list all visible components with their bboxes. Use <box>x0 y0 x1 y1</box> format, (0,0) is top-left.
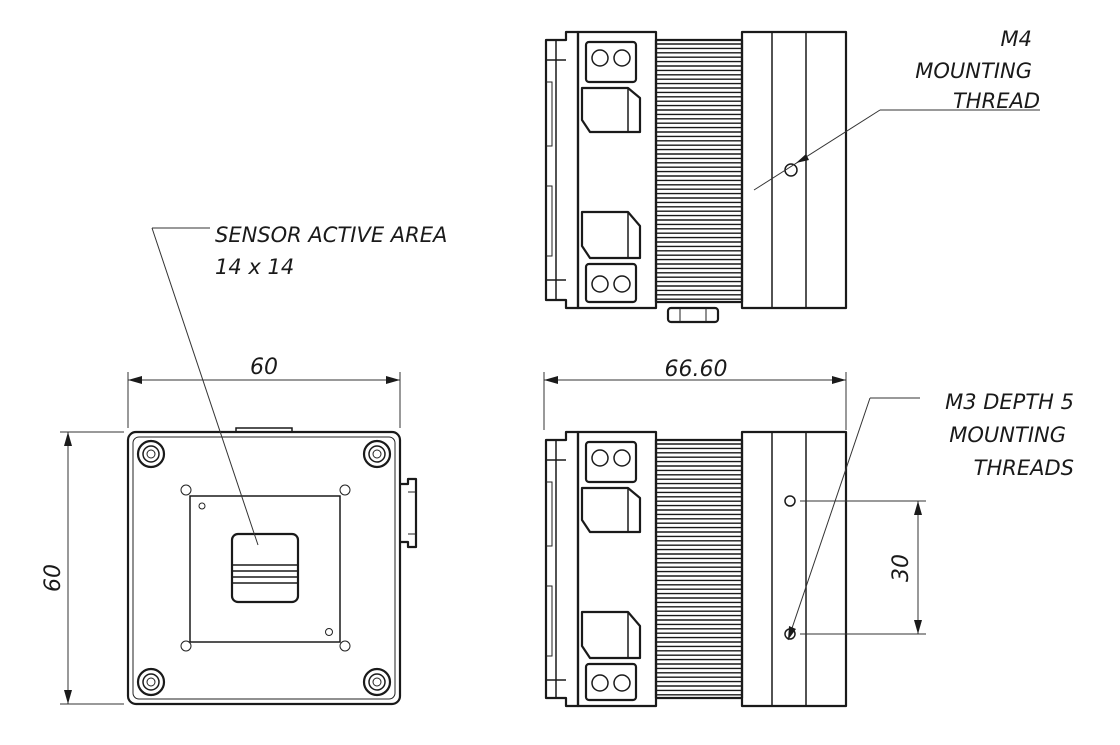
front-top-boss <box>235 427 293 432</box>
side-top-front-block <box>576 30 658 310</box>
side-bottom-clamp-upper <box>580 440 642 534</box>
board-hole <box>339 640 351 652</box>
dimension-front-height-label: 60 <box>41 564 66 592</box>
front-view <box>126 427 418 706</box>
m4-callout-line1: M4 <box>1001 27 1032 51</box>
sensor-leader-line <box>151 227 259 546</box>
flange-slot <box>546 185 553 257</box>
board-hole <box>339 484 351 496</box>
corner-screw-bottom-right <box>362 667 392 697</box>
sensor-callout-line2: 14 x 14 <box>215 255 294 279</box>
corner-screw-top-right <box>362 439 392 469</box>
front-connector <box>400 477 418 549</box>
m3-leader-line <box>787 397 920 641</box>
board-hole <box>180 484 192 496</box>
m3-callout-line3: THREADS <box>974 456 1074 480</box>
dimension-hole-spacing <box>800 500 926 635</box>
front-body-outline <box>126 430 402 706</box>
flange-slot <box>546 585 553 657</box>
m3-callout-line2: MOUNTING <box>949 423 1066 447</box>
side-top-clamp-lower <box>580 210 642 304</box>
m4-leader-line <box>753 109 1040 191</box>
side-view-top <box>544 30 848 324</box>
board-hole <box>325 628 333 636</box>
side-top-heatsink-fins <box>656 43 742 300</box>
corner-screw-top-left <box>136 439 166 469</box>
board-hole <box>180 640 192 652</box>
side-top-clamp-upper <box>580 40 642 134</box>
side-top-flange <box>544 30 580 310</box>
m4-thread-hole <box>784 163 798 177</box>
flange-slot <box>546 481 553 547</box>
dimension-side-length <box>543 372 847 430</box>
front-body-inner-edge <box>132 436 396 700</box>
sensor-chip <box>230 532 300 604</box>
dimension-front-width <box>127 372 401 428</box>
flange-slot <box>546 81 553 147</box>
m3-thread-hole-upper <box>784 495 796 507</box>
m3-callout-line1: M3 DEPTH 5 <box>945 390 1074 414</box>
side-bottom-heatsink-fins <box>656 443 742 696</box>
dimension-front-height <box>60 431 124 705</box>
side-top-connector <box>666 306 720 324</box>
dimension-front-width-label: 60 <box>250 355 278 380</box>
board-hole <box>198 502 206 510</box>
sensor-board <box>189 495 341 643</box>
side-top-rear-housing <box>740 30 848 310</box>
dimension-hole-spacing-label: 30 <box>889 554 914 582</box>
m4-callout-line2: MOUNTING <box>915 59 1032 83</box>
side-view-bottom <box>544 430 848 708</box>
dimension-side-length-label: 66.60 <box>665 357 728 382</box>
side-bottom-flange <box>544 430 580 708</box>
m4-callout-line3: THREAD <box>953 89 1040 113</box>
sensor-callout-line1: SENSOR ACTIVE AREA <box>215 223 447 247</box>
corner-screw-bottom-left <box>136 667 166 697</box>
side-bottom-rear-housing <box>740 430 848 708</box>
side-bottom-clamp-lower <box>580 610 642 702</box>
